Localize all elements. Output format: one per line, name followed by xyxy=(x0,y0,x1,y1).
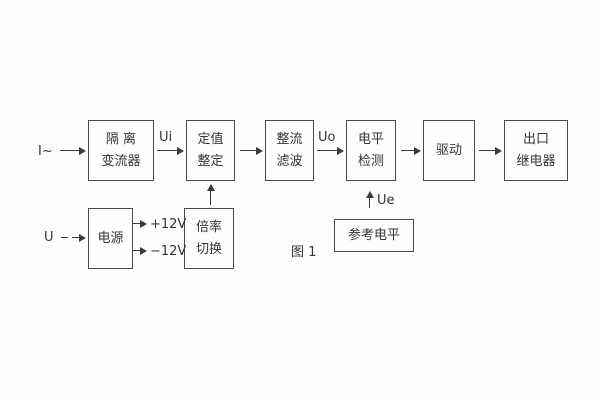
box-isolation-transformer: 隔 离 变流器 xyxy=(88,120,154,181)
box-rectify-filter: 整流 滤波 xyxy=(265,120,314,181)
box-level-detect-line2: 检测 xyxy=(357,154,384,169)
label-ui: Ui xyxy=(159,130,173,145)
label-input-current: I~ xyxy=(38,144,53,159)
box-setting-adjust-line2: 整定 xyxy=(197,154,224,169)
label-uo: Uo xyxy=(318,130,336,145)
box-isolation-transformer-line1: 隔 离 xyxy=(105,132,137,147)
label-minus-12v: −12V xyxy=(150,244,187,259)
box-setting-adjust-line1: 定值 xyxy=(197,132,224,147)
box-reference-level: 参考电平 xyxy=(334,219,414,252)
box-power-supply-line1: 电源 xyxy=(97,231,124,246)
box-power-supply: 电源 xyxy=(88,208,133,269)
box-ratio-switch-line2: 切换 xyxy=(195,242,222,257)
box-level-detect: 电平 检测 xyxy=(346,120,396,181)
box-ratio-switch-line1: 倍率 xyxy=(195,220,222,235)
label-plus-12v: +12V xyxy=(150,217,187,232)
box-rectify-filter-line1: 整流 xyxy=(276,132,303,147)
box-drive: 驱动 xyxy=(423,120,475,181)
box-setting-adjust: 定值 整定 xyxy=(186,120,235,181)
box-output-relay-line2: 继电器 xyxy=(516,154,556,169)
box-drive-line1: 驱动 xyxy=(435,143,462,158)
label-ue: Ue xyxy=(377,193,395,208)
box-rectify-filter-line2: 滤波 xyxy=(276,154,303,169)
box-isolation-transformer-line2: 变流器 xyxy=(101,154,141,169)
box-ratio-switch: 倍率 切换 xyxy=(184,208,234,269)
box-output-relay: 出口 继电器 xyxy=(504,120,568,181)
label-input-voltage: U xyxy=(44,230,54,245)
box-level-detect-line1: 电平 xyxy=(357,132,384,147)
figure-caption: 图 1 xyxy=(291,245,317,260)
box-output-relay-line1: 出口 xyxy=(522,132,549,147)
box-reference-level-line1: 参考电平 xyxy=(347,228,400,243)
